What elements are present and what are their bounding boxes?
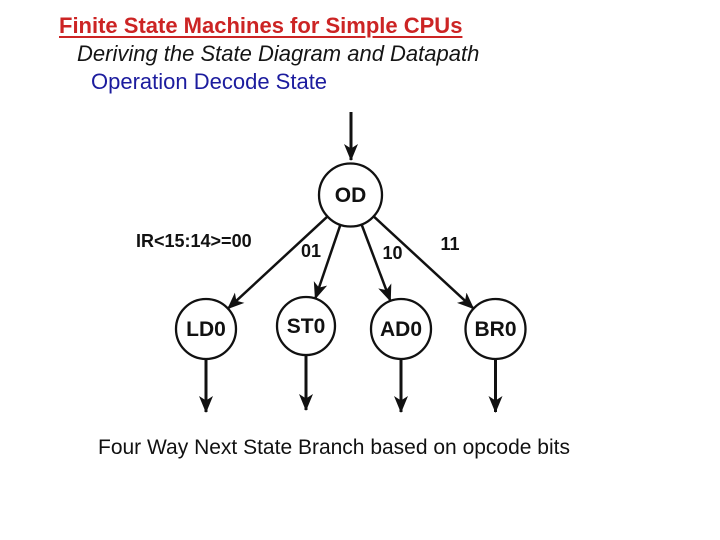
slide-caption: Four Way Next State Branch based on opco… [98, 436, 570, 459]
node-ld0: LD0 [174, 297, 238, 361]
node-od: OD [317, 162, 384, 228]
node-od-circle [317, 162, 384, 228]
node-ad0-circle [369, 297, 433, 361]
edge-label-ir-condition: IR<15:14>=00 [136, 231, 252, 251]
edge-label-01: 01 [301, 241, 321, 261]
slide-title: Finite State Machines for Simple CPUs [59, 13, 463, 38]
node-ad0-label: AD0 [380, 318, 422, 341]
node-st0-circle [275, 295, 337, 357]
node-ld0-circle [174, 297, 238, 361]
edge-label-11: 11 [440, 234, 459, 254]
section-heading: Operation Decode State [91, 69, 328, 94]
node-st0-label: ST0 [287, 315, 326, 338]
node-br0-circle [464, 297, 527, 361]
edge-label-10: 10 [382, 243, 402, 263]
node-ld0-label: LD0 [186, 318, 226, 341]
node-ad0: AD0 [369, 297, 433, 361]
node-od-label: OD [335, 184, 367, 207]
node-br0: BR0 [464, 297, 527, 361]
edge-od-ld0 [227, 215, 328, 310]
node-st0: ST0 [275, 295, 337, 357]
edge-od-st0 [313, 224, 342, 300]
edge-od-ad0 [360, 224, 392, 302]
node-br0-label: BR0 [474, 318, 516, 341]
slide-subtitle: Deriving the State Diagram and Datapath [77, 41, 480, 66]
edge-od-br0 [373, 215, 475, 310]
